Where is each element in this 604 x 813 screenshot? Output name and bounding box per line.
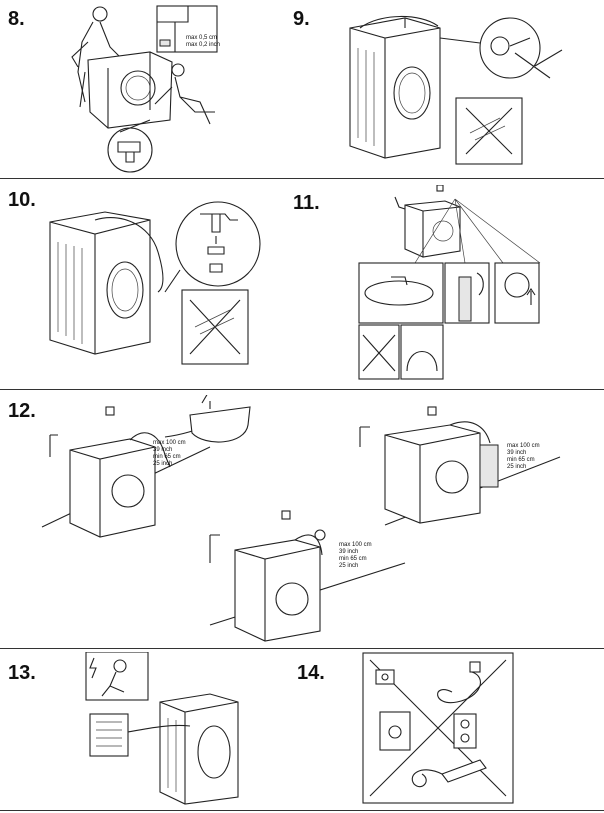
step-number-11: 11. [293, 192, 320, 214]
step-number-8: 8. [8, 8, 25, 30]
washing-machine-1 [49, 422, 211, 538]
max-inch-label: 39 inch [153, 447, 173, 453]
step-number-13: 13. [8, 662, 36, 684]
step8-illustration [71, 5, 218, 173]
step-number-9: 9. [293, 8, 310, 30]
step11-illustration [358, 185, 541, 380]
foot-adjust-detail [107, 119, 153, 173]
wall-socket-icon [436, 185, 444, 192]
min-inch-label: 25 inch [339, 563, 359, 569]
max-cm-label: max 100 cm [153, 440, 186, 446]
electric-hazard-panel [85, 652, 149, 701]
timer-switch-icon [379, 711, 411, 751]
min-inch-label: 25 inch [507, 464, 527, 470]
wall-socket-icon [105, 406, 115, 416]
step8-height-label: max 0,5 cm max 0,2 inch [186, 35, 220, 49]
step10-illustration [49, 201, 261, 365]
bolt-removal-detail [439, 17, 563, 79]
wall-socket-icon [281, 510, 291, 520]
section-divider [0, 648, 604, 649]
min-inch-label: 25 inch [153, 461, 173, 467]
sink [189, 395, 251, 443]
prohibited-drain-option [358, 324, 400, 380]
step13-illustration [85, 652, 239, 805]
extension-cord-icon [437, 661, 481, 704]
spirit-level-inset [156, 5, 218, 53]
washing-machine-side [49, 211, 164, 355]
max-inch-label: 39 inch [339, 549, 359, 555]
step12-height-label-3: max 100 cm 39 inch min 65 cm 25 inch [339, 542, 372, 570]
standing-person-figure [71, 6, 121, 108]
step14-illustration [362, 652, 514, 804]
min-cm-label: min 65 cm [507, 457, 535, 463]
standpipe-drain-option [444, 262, 490, 324]
section-divider [0, 389, 604, 390]
washing-machine-3 [209, 529, 326, 642]
step-number-10: 10. [8, 189, 36, 211]
max-cm-label: max 100 cm [339, 542, 372, 548]
washing-machine [87, 51, 173, 129]
callout-lines [414, 198, 541, 264]
max-cm-label: max 0,5 cm [186, 35, 218, 41]
step12-illustration [41, 395, 561, 642]
section-divider [0, 810, 604, 811]
sink-drain-option [358, 262, 444, 324]
max-inch-label: max 0,2 inch [186, 42, 221, 48]
wall-socket-icon [427, 406, 437, 416]
power-strip-icon [411, 759, 487, 788]
max-cm-label: max 100 cm [507, 443, 540, 449]
step-number-12: 12. [8, 400, 36, 422]
wall-drain-option [494, 262, 540, 324]
section-divider [0, 178, 604, 179]
min-cm-label: min 65 cm [153, 454, 181, 460]
pliers-prohibited-icon [181, 289, 249, 365]
step-number-14: 14. [297, 662, 325, 684]
hose-holder-option [400, 324, 444, 380]
step12-height-label-1: max 100 cm 39 inch min 65 cm 25 inch [153, 440, 186, 468]
step9-illustration [349, 15, 563, 165]
fuse-box [89, 713, 129, 757]
max-inch-label: 39 inch [507, 450, 527, 456]
pliers-prohibited-icon [455, 97, 523, 165]
double-socket-icon [453, 713, 477, 749]
kneeling-person-figure [154, 63, 215, 125]
washing-machine-rear [127, 693, 239, 805]
adapter-plug-icon [375, 669, 395, 685]
min-cm-label: min 65 cm [339, 556, 367, 562]
step12-height-label-2: max 100 cm 39 inch min 65 cm 25 inch [507, 443, 540, 471]
water-tap-detail [164, 201, 261, 293]
washing-machine-rear [349, 15, 441, 159]
washing-machine-small [394, 196, 461, 258]
washing-machine-2 [359, 421, 499, 524]
